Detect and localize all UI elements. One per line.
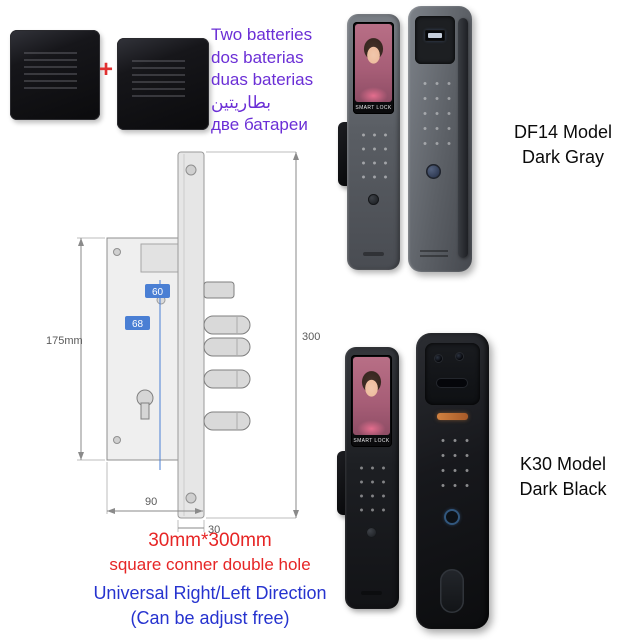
k30-model-name: K30 Model [519,454,607,474]
dim-300-label: 300 [302,331,320,343]
df14-lock-photos: SMART LOCK [338,6,500,278]
battery-caption-english: Two batteries [211,25,313,44]
dim-68-label: 68 [132,319,144,330]
dim-body-width: 90 [107,496,203,514]
k30-camera-icon [456,353,463,360]
df14-model-name: DF14 Model [513,122,613,142]
battery-caption-russian: две батареи [211,115,308,134]
size-caption-line2: square conner double hole [109,555,311,574]
lock-body-dimension-diagram: 60 68 300 175mm 90 30 [46,151,320,535]
df14-display-glow [428,33,442,38]
df14-back-display-panel [415,16,455,64]
dim-175mm-label: 175mm [46,335,83,347]
df14-front-unit: SMART LOCK [347,14,400,270]
dim-plate-width: 30 [178,524,220,535]
battery-print-lines [131,60,186,101]
direction-caption-line1: Universal Right/Left Direction [93,583,327,603]
battery-caption-spanish: dos baterias [211,47,304,67]
k30-main-unit [416,333,489,629]
df14-back-unit [408,6,472,272]
dim-90-label: 90 [145,496,157,508]
k30-camera-icon [435,355,442,362]
k30-fingerprint-cover [440,569,464,613]
k30-lock-photos: SMART LOCK [337,333,505,633]
blue-offset-dimensions: 60 68 [125,280,170,470]
df14-doorbell-button [368,194,379,205]
df14-model-label: DF14 Model Dark Gray [492,120,634,170]
battery-image-2 [117,38,209,130]
screen-portrait [353,357,390,435]
plus-sign: + [99,56,114,83]
battery-caption-arabic: بطاريتين [211,92,271,112]
df14-status-display [425,30,445,41]
k30-ring-button [444,509,460,525]
k30-screen: SMART LOCK [351,355,392,447]
battery-caption: Two batteries dos baterias duas baterias… [211,24,313,137]
screen-brand-label: SMART LOCK [353,438,390,444]
df14-keypad [356,126,391,182]
k30-model-label: K30 Model Dark Black [492,452,634,502]
direction-caption-line2: (Can be adjust free) [130,608,290,628]
battery-caption-portuguese: duas baterias [211,70,314,89]
dim-plate-height: 300 [293,152,320,518]
lock-faceplate [177,151,205,519]
k30-front-unit: SMART LOCK [345,347,399,609]
size-and-direction-captions: 30mm*300mm square conner double hole Uni… [20,530,400,629]
k30-status-light [437,413,468,420]
size-caption-line1: 30mm*300mm [148,530,272,551]
screen-portrait [355,24,392,102]
k30-main-keypad [435,431,471,493]
screen-brand-label: SMART LOCK [355,105,392,111]
df14-screen: SMART LOCK [353,22,394,114]
df14-thumbturn-knob [426,164,441,179]
k30-model-color: Dark Black [519,479,607,500]
df14-handle-bar [458,18,468,258]
dim-60-label: 60 [152,287,164,298]
k30-keypad [354,459,389,515]
latch-and-bolts [203,281,251,431]
battery-image-1 [10,30,100,120]
df14-back-texture [417,74,453,148]
dim-30-label: 30 [208,524,220,535]
df14-model-color: Dark Gray [521,147,604,168]
df14-battery-cover-vents [420,250,448,260]
k30-face-recognition-panel [425,343,480,405]
battery-print-lines [24,51,77,92]
k30-bottom-slot [361,591,382,595]
k30-sensor-slit [437,379,467,387]
k30-doorbell-button [366,527,377,538]
df14-bottom-slot [363,252,384,256]
dim-body-height: 175mm [46,238,84,460]
